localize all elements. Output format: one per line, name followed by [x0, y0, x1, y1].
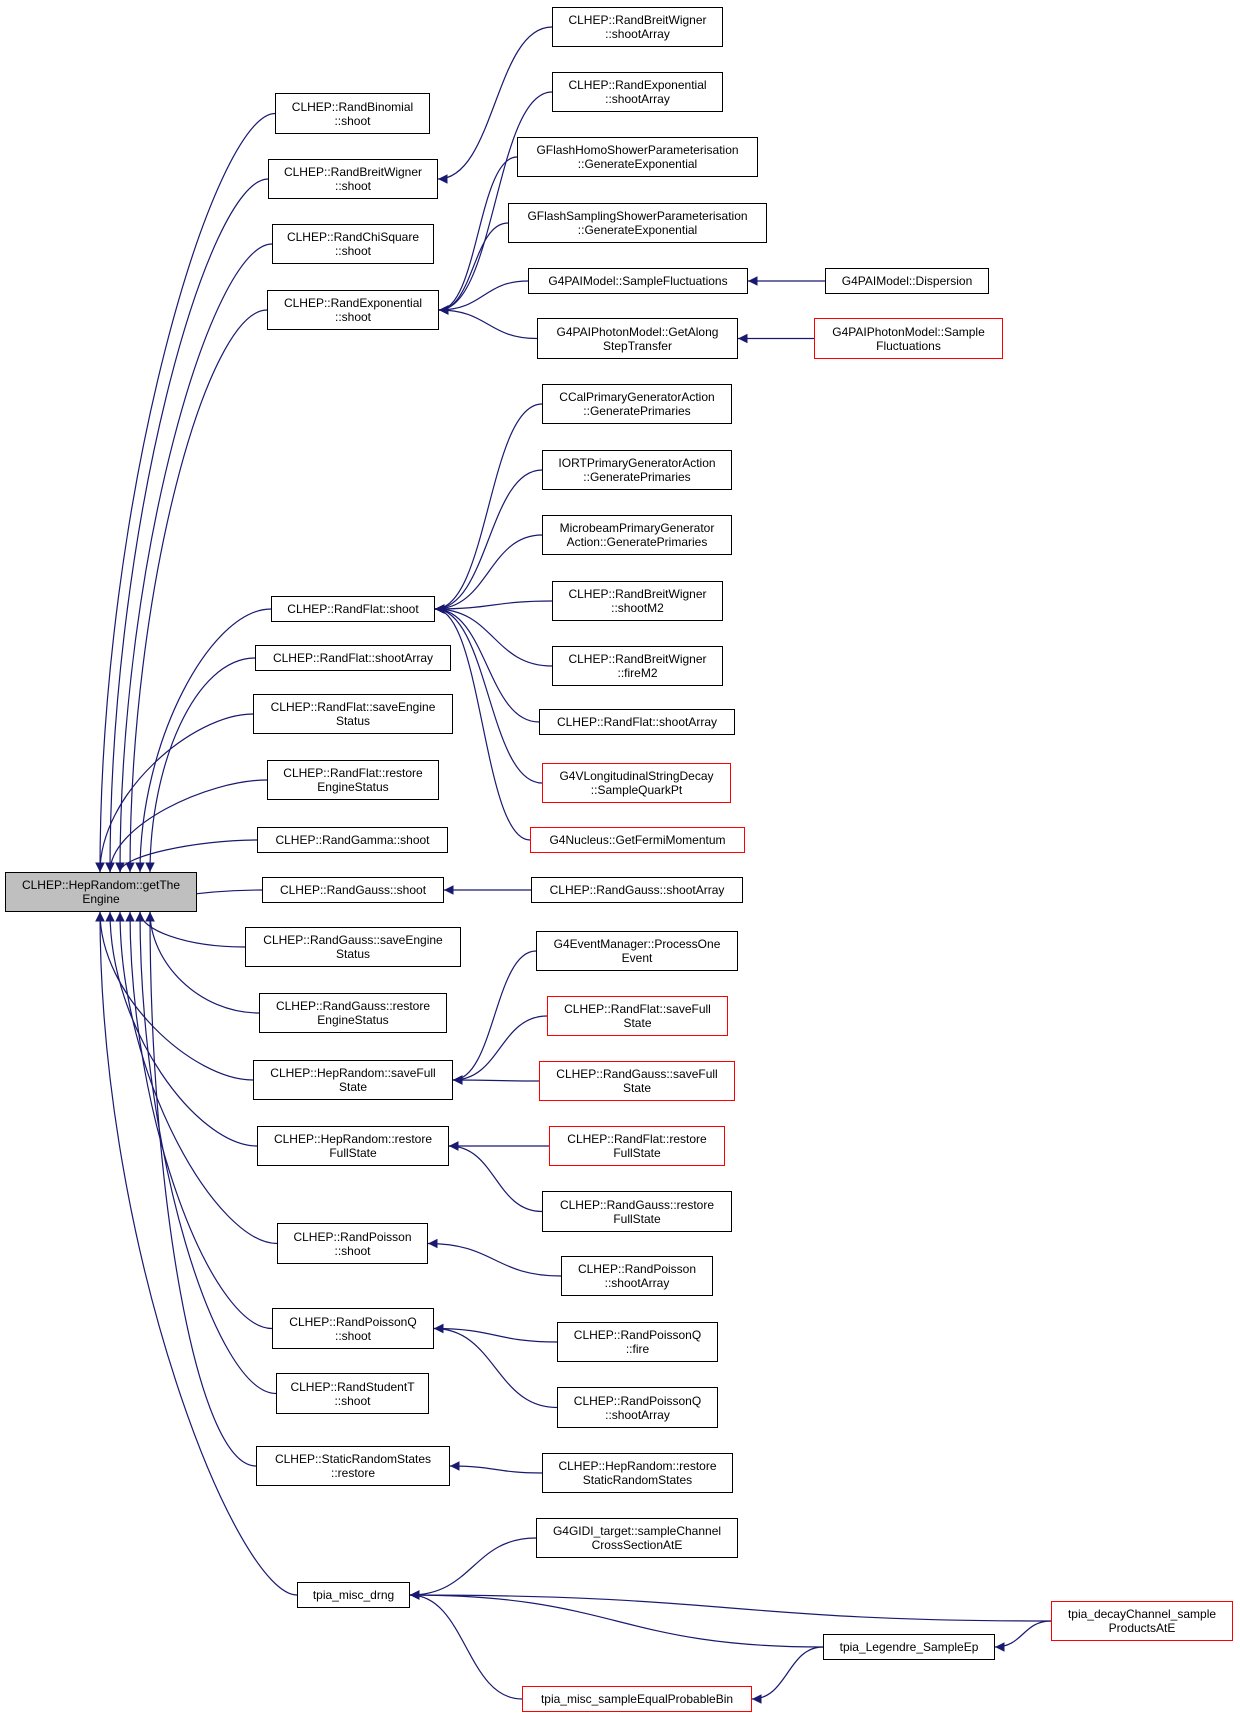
graph-node-gflash-sampling[interactable]: GFlashSamplingShowerParameterisation ::G…: [508, 203, 767, 243]
graph-node-bw-shootarray[interactable]: CLHEP::RandBreitWigner ::shootArray: [552, 7, 723, 47]
graph-node-binomial[interactable]: CLHEP::RandBinomial ::shoot: [275, 93, 430, 134]
edge-poissonq-to-root: [125, 911, 273, 1330]
edge-hr-restorestatic-to-static-restore: [449, 1461, 543, 1474]
edge-gflash-sampling-to-exp-shoot: [438, 222, 509, 315]
graph-node-iort[interactable]: IORTPrimaryGeneratorAction ::GeneratePri…: [542, 450, 732, 490]
edge-studentt-to-root: [135, 911, 277, 1395]
edge-poisson-to-root: [115, 911, 278, 1245]
edge-flat-shootarray-r-to-flat-shoot: [434, 604, 540, 723]
edge-iort-to-flat-shoot: [434, 469, 543, 614]
graph-node-poisson-shootarray[interactable]: CLHEP::RandPoisson ::shootArray: [561, 1256, 713, 1296]
edge-microbeam-to-flat-shoot: [434, 534, 543, 614]
edge-chisq-to-root: [115, 243, 273, 873]
edge-flat-shootarray-l-to-root: [145, 657, 256, 873]
graph-node-flat-shoot[interactable]: CLHEP::RandFlat::shoot: [271, 596, 435, 622]
graph-node-poissonq-fire[interactable]: CLHEP::RandPoissonQ ::fire: [557, 1322, 718, 1362]
edge-flat-saveengine-to-root: [95, 713, 254, 873]
graph-node-hr-restorestatic[interactable]: CLHEP::HepRandom::restore StaticRandomSt…: [542, 1453, 733, 1493]
edge-gauss-restorefull-to-hr-restorefull: [448, 1141, 543, 1213]
edge-tpia-decay-to-tpia-drng: [409, 1590, 1052, 1622]
edge-hr-restorefull-to-root: [105, 911, 258, 1147]
edge-bw-shootarray-to-bw-shoot: [437, 26, 553, 184]
graph-node-gauss-savefull[interactable]: CLHEP::RandGauss::saveFull State: [539, 1061, 735, 1101]
graph-node-pai-samplefluct[interactable]: G4PAIModel::SampleFluctuations: [528, 268, 748, 294]
edge-poissonq-shootarray-to-poissonq: [433, 1323, 558, 1409]
edge-g4nucleus-to-flat-shoot: [434, 604, 531, 841]
graph-node-flat-savefull[interactable]: CLHEP::RandFlat::saveFull State: [547, 996, 728, 1036]
edge-flat-shoot-to-root: [135, 608, 272, 873]
graph-node-tpia-drng[interactable]: tpia_misc_drng: [297, 1582, 410, 1608]
graph-node-g4event[interactable]: G4EventManager::ProcessOne Event: [536, 931, 738, 971]
graph-node-gauss-shoot[interactable]: CLHEP::RandGauss::shoot: [262, 877, 444, 903]
edge-exp-shootarray-to-exp-shoot: [438, 91, 553, 315]
edge-gamma-to-root: [115, 839, 258, 873]
graph-node-chisq[interactable]: CLHEP::RandChiSquare ::shoot: [272, 224, 434, 264]
graph-node-gauss-restorefull[interactable]: CLHEP::RandGauss::restore FullState: [542, 1191, 732, 1232]
graph-node-exp-shootarray[interactable]: CLHEP::RandExponential ::shootArray: [552, 72, 723, 112]
edge-gauss-restoreengine-to-root: [145, 911, 260, 1014]
graph-node-gamma[interactable]: CLHEP::RandGamma::shoot: [257, 827, 448, 853]
graph-node-hr-restorefull[interactable]: CLHEP::HepRandom::restore FullState: [257, 1126, 449, 1166]
graph-node-paiphoton-getalong[interactable]: G4PAIPhotonModel::GetAlong StepTransfer: [537, 318, 738, 359]
edge-ccal-to-flat-shoot: [434, 403, 543, 614]
graph-node-poisson[interactable]: CLHEP::RandPoisson ::shoot: [277, 1223, 428, 1264]
graph-node-ccal[interactable]: CCalPrimaryGeneratorAction ::GeneratePri…: [542, 384, 732, 424]
edge-tpia-equalbin-to-tpia-drng: [409, 1590, 523, 1700]
edge-bw-firem2-to-flat-shoot: [434, 604, 553, 667]
graph-node-gauss-restoreengine[interactable]: CLHEP::RandGauss::restore EngineStatus: [259, 993, 447, 1033]
edge-hr-savefull-to-root: [95, 911, 254, 1081]
edge-pai-samplefluct-to-exp-shoot: [438, 280, 529, 315]
edge-paiphoton-getalong-to-exp-shoot: [438, 305, 538, 340]
graph-node-tpia-equalbin[interactable]: tpia_misc_sampleEqualProbableBin: [522, 1686, 752, 1712]
edge-exp-shoot-to-root: [125, 309, 268, 873]
graph-node-bw-shoot[interactable]: CLHEP::RandBreitWigner ::shoot: [268, 159, 438, 199]
graph-node-poissonq[interactable]: CLHEP::RandPoissonQ ::shoot: [272, 1308, 434, 1349]
graph-node-studentt[interactable]: CLHEP::RandStudentT ::shoot: [276, 1373, 429, 1414]
edge-tpia-legendre-to-tpia-equalbin: [751, 1646, 824, 1704]
edge-tpia-drng-to-root: [95, 911, 298, 1596]
edge-poisson-shootarray-to-poisson: [427, 1238, 562, 1277]
graph-node-flat-restoreengine[interactable]: CLHEP::RandFlat::restore EngineStatus: [267, 760, 439, 800]
edge-flat-restoreengine-to-root: [105, 779, 268, 873]
graph-node-tpia-legendre[interactable]: tpia_Legendre_SampleEp: [823, 1634, 995, 1660]
graph-node-g4vlong[interactable]: G4VLongitudinalStringDecay ::SampleQuark…: [542, 763, 731, 803]
graph-node-flat-shootarray-r[interactable]: CLHEP::RandFlat::shootArray: [539, 709, 735, 735]
graph-node-root[interactable]: CLHEP::HepRandom::getThe Engine: [5, 872, 197, 912]
graph-node-paiphoton-samplefluct[interactable]: G4PAIPhotonModel::Sample Fluctuations: [814, 318, 1003, 359]
graph-node-tpia-decay[interactable]: tpia_decayChannel_sample ProductsAtE: [1051, 1601, 1233, 1641]
graph-node-poissonq-shootarray[interactable]: CLHEP::RandPoissonQ ::shootArray: [557, 1387, 718, 1428]
edge-g4gidi-to-tpia-drng: [409, 1537, 537, 1600]
graph-node-gauss-saveengine[interactable]: CLHEP::RandGauss::saveEngine Status: [245, 927, 461, 967]
edge-bw-shootm2-to-flat-shoot: [434, 600, 553, 614]
edge-flat-savefull-to-hr-savefull: [452, 1015, 548, 1085]
edge-poissonq-fire-to-poissonq: [433, 1323, 558, 1343]
graph-node-flat-restorefull[interactable]: CLHEP::RandFlat::restore FullState: [549, 1126, 725, 1166]
graph-node-gauss-shootarray[interactable]: CLHEP::RandGauss::shootArray: [531, 877, 743, 903]
graph-node-gflash-homo[interactable]: GFlashHomoShowerParameterisation ::Gener…: [517, 137, 758, 177]
edge-binomial-to-root: [95, 112, 276, 873]
edge-bw-shoot-to-root: [105, 178, 269, 873]
edge-gflash-homo-to-exp-shoot: [438, 156, 518, 315]
edge-gauss-savefull-to-hr-savefull: [452, 1075, 540, 1085]
graph-node-pai-dispersion[interactable]: G4PAIModel::Dispersion: [825, 268, 989, 294]
graph-node-g4gidi[interactable]: G4GIDI_target::sampleChannel CrossSectio…: [536, 1518, 738, 1558]
edge-tpia-legendre-to-tpia-drng: [409, 1590, 824, 1648]
graph-node-flat-shootarray-l[interactable]: CLHEP::RandFlat::shootArray: [255, 645, 451, 671]
graph-node-g4nucleus[interactable]: G4Nucleus::GetFermiMomentum: [530, 827, 745, 853]
graph-node-bw-firem2[interactable]: CLHEP::RandBreitWigner ::fireM2: [552, 646, 723, 686]
edge-g4event-to-hr-savefull: [452, 950, 537, 1085]
graph-node-flat-saveengine[interactable]: CLHEP::RandFlat::saveEngine Status: [253, 694, 453, 734]
edge-static-restore-to-root: [145, 911, 257, 1467]
graph-node-bw-shootm2[interactable]: CLHEP::RandBreitWigner ::shootM2: [552, 581, 723, 621]
graph-node-static-restore[interactable]: CLHEP::StaticRandomStates ::restore: [256, 1446, 450, 1486]
edge-tpia-decay-to-tpia-legendre: [994, 1620, 1052, 1652]
edge-g4vlong-to-flat-shoot: [434, 604, 543, 784]
graph-node-hr-savefull[interactable]: CLHEP::HepRandom::saveFull State: [253, 1060, 453, 1100]
graph-node-exp-shoot[interactable]: CLHEP::RandExponential ::shoot: [267, 290, 439, 330]
graph-node-microbeam[interactable]: MicrobeamPrimaryGenerator Action::Genera…: [542, 515, 732, 555]
